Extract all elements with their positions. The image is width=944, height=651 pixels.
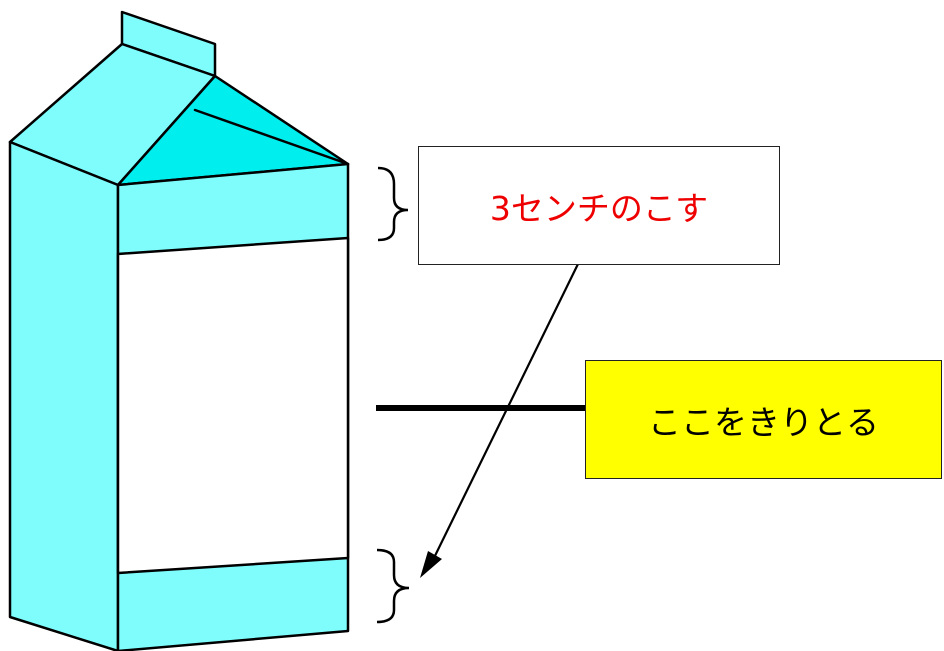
keep-arrow-line xyxy=(429,263,579,567)
cut-here-label-box: ここをきりとる xyxy=(585,360,942,479)
bottom-band-brace xyxy=(376,548,410,624)
keep-arrow-head xyxy=(420,551,442,578)
carton-left-side xyxy=(8,140,120,651)
carton-front-panel xyxy=(116,236,350,575)
top-band-brace xyxy=(377,166,409,242)
keep-3cm-label: 3センチのこす xyxy=(489,188,709,228)
carton-roof-fold-line xyxy=(193,108,350,166)
cut-here-label: ここをきりとる xyxy=(648,402,879,442)
keep-3cm-label-box: 3センチのこす xyxy=(418,146,780,265)
